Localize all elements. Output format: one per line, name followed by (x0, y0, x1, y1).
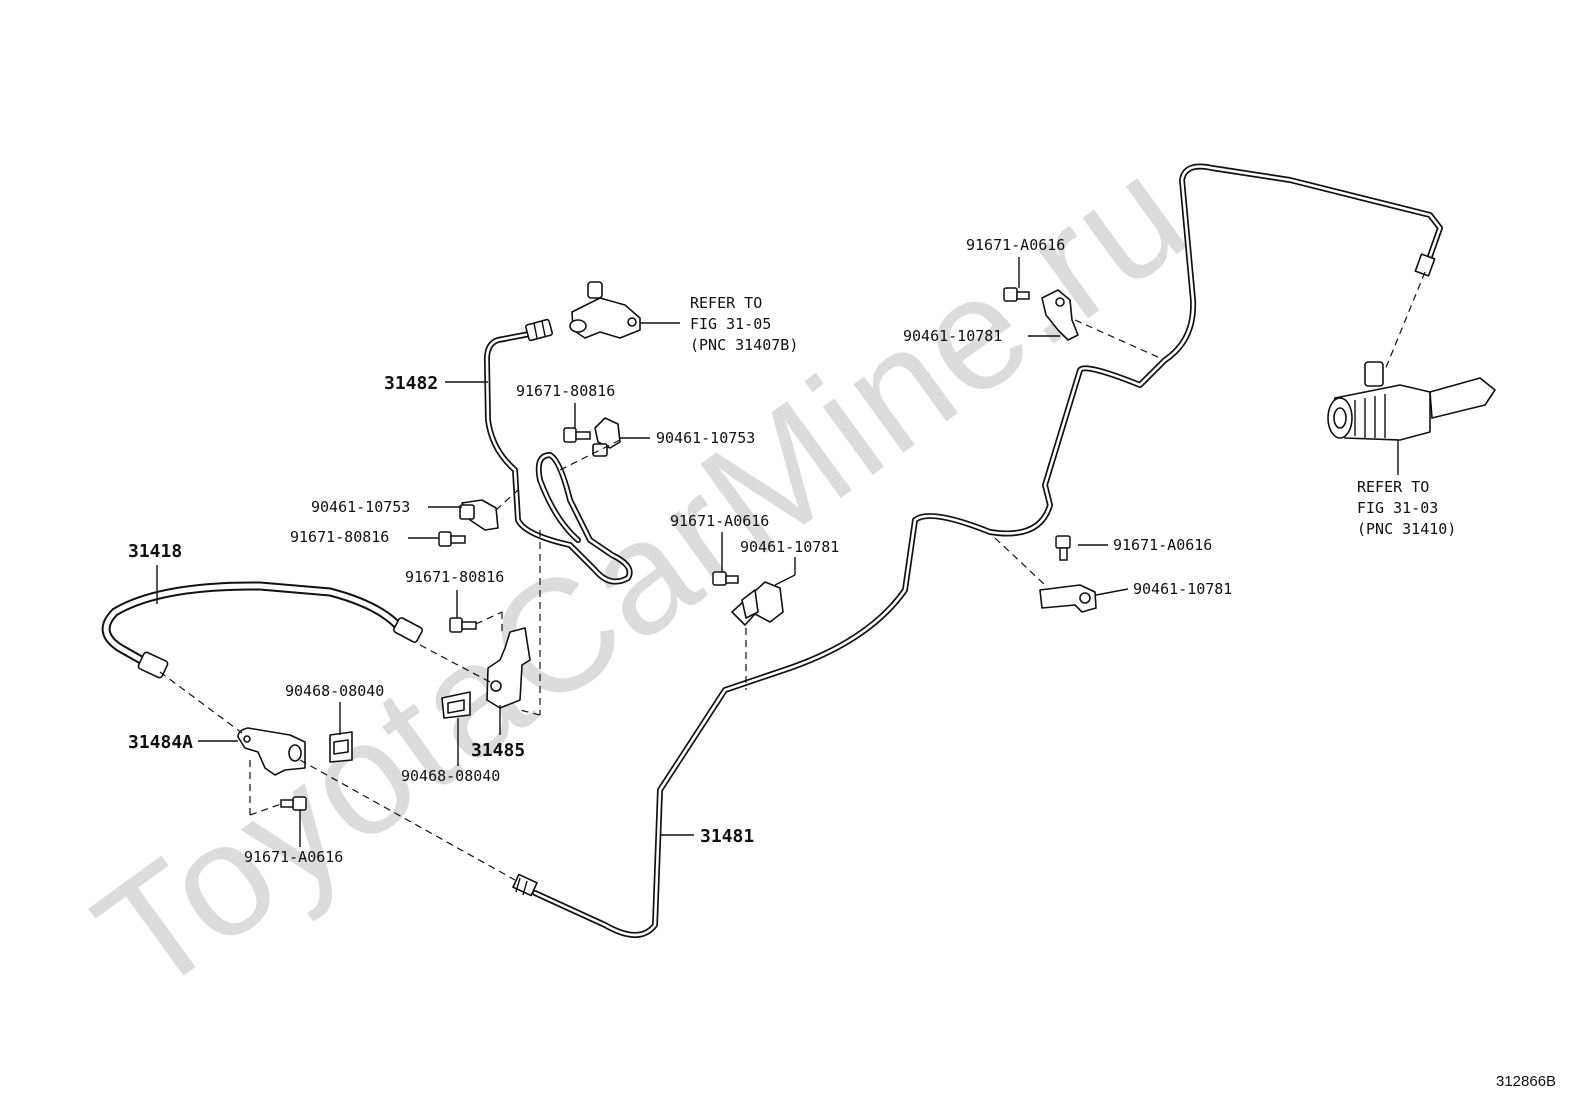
ref2-line2: FIG 31-03 (1357, 499, 1438, 517)
bolt-91671-80816-lower (449, 617, 477, 633)
clamp-90461-10781-center (731, 581, 784, 626)
label-clamp-10781-lower: 90461-10781 (1133, 580, 1232, 598)
label-31418: 31418 (128, 541, 182, 562)
clip-90468-08040-b (441, 691, 471, 719)
tube-fitting-front (512, 873, 538, 897)
leader-lines (156, 257, 1399, 847)
release-cylinder (1327, 361, 1496, 441)
label-clamp-10753-lower: 90461-10753 (311, 498, 410, 516)
ref1-line3: (PNC 31407B) (690, 336, 798, 354)
flexible-hose-31418 (101, 581, 423, 679)
figure-id: 312866B (1496, 1073, 1556, 1090)
label-31484a: 31484A (128, 732, 193, 753)
label-31481: 31481 (700, 826, 754, 847)
reference-note-fig-31-03: REFER TO FIG 31-03 (PNC 31410) (1357, 478, 1456, 538)
bolt-91671-80816-middle (438, 531, 466, 547)
clutch-tube-31482 (483, 318, 633, 585)
bolt-91671-a0616-upper-right (1003, 287, 1030, 302)
clamp-90461-10753-lower (459, 499, 499, 531)
label-clamp-10781-center: 90461-10781 (740, 538, 839, 556)
clutch-release-tube-31481 (512, 163, 1443, 938)
ref2-line3: (PNC 31410) (1357, 520, 1456, 538)
bracket-31484a (237, 727, 306, 776)
label-bolt-a0616-upper-right: 91671-A0616 (966, 236, 1065, 254)
bolt-91671-80816-upper (563, 427, 591, 443)
label-31485: 31485 (471, 740, 525, 761)
ref2-line1: REFER TO (1357, 478, 1429, 496)
label-clip-08040-b: 90468-08040 (401, 767, 500, 785)
hose-fitting-right (393, 617, 423, 643)
bolt-91671-a0616-left (280, 796, 307, 811)
clamp-90461-10781-lower (1039, 584, 1097, 613)
ref1-line2: FIG 31-05 (690, 315, 771, 333)
label-bolt-80816-lower: 91671-80816 (405, 568, 504, 586)
ref1-line1: REFER TO (690, 294, 762, 312)
label-bolt-a0616-left: 91671-A0616 (244, 848, 343, 866)
label-clip-08040-a: 90468-08040 (285, 682, 384, 700)
label-bolt-80816-upper: 91671-80816 (516, 382, 615, 400)
bolt-91671-a0616-center (712, 571, 739, 586)
label-bolt-a0616-lower-right: 91671-A0616 (1113, 536, 1212, 554)
watermark: ToyotaCarMine.ru (65, 122, 1218, 1028)
label-bolt-a0616-center: 91671-A0616 (670, 512, 769, 530)
clamp-90461-10781-upper (1041, 289, 1079, 341)
clip-90468-08040-a (329, 731, 353, 763)
master-cylinder-fitting (569, 281, 641, 339)
tube-fitting-rear (1414, 253, 1436, 277)
bolt-91671-a0616-lower-right (1055, 535, 1071, 561)
hose-fitting-left (137, 651, 169, 679)
assembly-dashed-lines (159, 271, 1426, 881)
label-31482: 31482 (384, 373, 438, 394)
part-labels: 31482 31418 31484A 31485 31481 91671-808… (128, 236, 1232, 866)
clamp-90461-10753-upper (592, 417, 621, 457)
tube-31482-fitting (524, 318, 554, 342)
label-bolt-80816-middle: 91671-80816 (290, 528, 389, 546)
label-clamp-10781-upper: 90461-10781 (903, 327, 1002, 345)
reference-note-fig-31-05: REFER TO FIG 31-05 (PNC 31407B) (690, 294, 798, 354)
label-clamp-10753-upper: 90461-10753 (656, 429, 755, 447)
